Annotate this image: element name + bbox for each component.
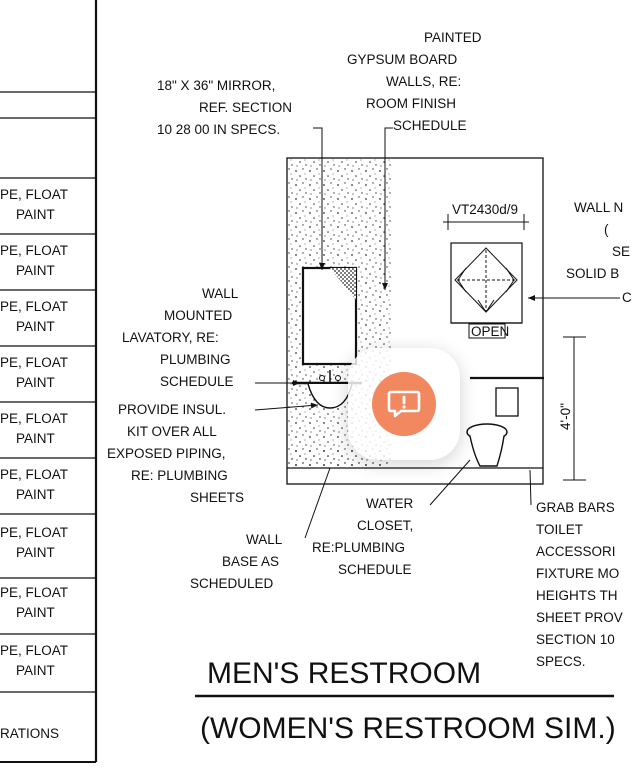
water-closet xyxy=(466,387,519,467)
svg-text:WALL: WALL xyxy=(246,532,283,547)
finish-row-8-line-2: PAINT xyxy=(16,605,55,620)
svg-text:ROOM FINISH: ROOM FINISH xyxy=(366,96,456,111)
svg-text:GYPSUM BOARD: GYPSUM BOARD xyxy=(347,52,458,67)
water-closet-callout: WATER CLOSET, RE:PLUMBING SCHEDULE xyxy=(312,496,413,577)
finish-row-6-line-1: PE, FLOAT xyxy=(0,467,68,482)
finish-row-2-line-2: PAINT xyxy=(16,263,55,278)
svg-text:CLOSET,: CLOSET, xyxy=(357,518,413,533)
title-main: MEN'S RESTROOM xyxy=(207,657,481,690)
finish-row-9-line-1: PE, FLOAT xyxy=(0,643,68,658)
open-label: OPEN xyxy=(471,324,509,339)
finish-row-5-line-1: PE, FLOAT xyxy=(0,411,68,426)
finish-row-3-line-2: PAINT xyxy=(16,319,55,334)
svg-text:TOILET: TOILET xyxy=(536,522,583,537)
svg-text:SCHEDULE: SCHEDULE xyxy=(160,374,234,389)
wall-base-callout: WALL BASE AS SCHEDULED xyxy=(190,532,283,591)
finish-schedule-table: PE, FLOAT PAINT PE, FLOAT PAINT PE, FLOA… xyxy=(0,0,98,763)
finish-row-8-line-1: PE, FLOAT xyxy=(0,585,68,600)
svg-text:PROVIDE INSUL.: PROVIDE INSUL. xyxy=(118,402,226,417)
finish-row-4-line-2: PAINT xyxy=(16,375,55,390)
height-dimension-label: 4'-0" xyxy=(558,403,573,430)
report-issue-button[interactable] xyxy=(348,348,460,460)
svg-text:PLUMBING: PLUMBING xyxy=(160,352,231,367)
wall-mounted-right-callout: WALL N ( SE SOLID B C xyxy=(566,200,632,305)
svg-text:KIT OVER ALL: KIT OVER ALL xyxy=(127,424,217,439)
svg-text:LAVATORY, RE:: LAVATORY, RE: xyxy=(122,330,219,345)
insulation-callout: PROVIDE INSUL. KIT OVER ALL EXPOSED PIPI… xyxy=(107,402,244,505)
vent-grille: VT2430d/9 OPEN xyxy=(443,202,529,339)
report-issue-icon xyxy=(372,372,436,436)
svg-text:SCHEDULED: SCHEDULED xyxy=(190,576,274,591)
vent-tag-label: VT2430d/9 xyxy=(452,202,518,217)
svg-text:GRAB BARS: GRAB BARS xyxy=(536,500,615,515)
svg-text:(: ( xyxy=(604,222,609,237)
finish-footer: RATIONS xyxy=(0,726,59,741)
finish-row-7-line-2: PAINT xyxy=(16,545,55,560)
svg-text:18" X 36" MIRROR,: 18" X 36" MIRROR, xyxy=(157,78,275,93)
finish-row-4-line-1: PE, FLOAT xyxy=(0,355,68,370)
leader-lines xyxy=(254,127,620,539)
svg-text:SHEET PROV: SHEET PROV xyxy=(536,610,623,625)
mirror-callout: 18" X 36" MIRROR, REF. SECTION 10 28 00 … xyxy=(157,78,292,137)
lavatory-callout: WALL MOUNTED LAVATORY, RE: PLUMBING SCHE… xyxy=(122,286,239,389)
svg-text:WALLS, RE:: WALLS, RE: xyxy=(386,74,461,89)
svg-text:SE: SE xyxy=(612,244,630,259)
room-elevation: VT2430d/9 OPEN 4'-0" xyxy=(286,157,586,485)
svg-text:ACCESSORI: ACCESSORI xyxy=(536,544,616,559)
gypsum-callout: PAINTED GYPSUM BOARD WALLS, RE: ROOM FIN… xyxy=(347,30,482,133)
svg-text:SECTION 10: SECTION 10 xyxy=(536,632,615,647)
svg-text:SCHEDULE: SCHEDULE xyxy=(393,118,467,133)
lavatory xyxy=(292,370,362,409)
svg-text:HEIGHTS TH: HEIGHTS TH xyxy=(536,588,618,603)
drawing-title: MEN'S RESTROOM (WOMEN'S RESTROOM SIM.) xyxy=(195,657,616,745)
finish-row-1-line-1: PE, FLOAT xyxy=(0,187,68,202)
finish-row-3-line-1: PE, FLOAT xyxy=(0,299,68,314)
svg-text:MOUNTED: MOUNTED xyxy=(164,308,232,323)
svg-text:WATER: WATER xyxy=(366,496,413,511)
svg-text:SOLID B: SOLID B xyxy=(566,266,619,281)
svg-text:WALL N: WALL N xyxy=(574,200,623,215)
svg-text:SPECS.: SPECS. xyxy=(536,654,586,669)
svg-text:REF. SECTION: REF. SECTION xyxy=(199,100,292,115)
svg-text:10 28 00 IN SPECS.: 10 28 00 IN SPECS. xyxy=(157,122,280,137)
svg-text:EXPOSED PIPING,: EXPOSED PIPING, xyxy=(107,446,226,461)
svg-text:C: C xyxy=(622,290,632,305)
svg-text:SCHEDULE: SCHEDULE xyxy=(338,562,412,577)
grab-bars-callout: GRAB BARS TOILET ACCESSORI FIXTURE MO HE… xyxy=(536,500,623,669)
height-dimension: 4'-0" xyxy=(558,336,586,481)
svg-text:FIXTURE MO: FIXTURE MO xyxy=(536,566,619,581)
finish-row-6-line-2: PAINT xyxy=(16,487,55,502)
title-sub: (WOMEN'S RESTROOM SIM.) xyxy=(200,712,616,745)
svg-text:RE:PLUMBING: RE:PLUMBING xyxy=(312,540,405,555)
svg-text:SHEETS: SHEETS xyxy=(190,490,244,505)
mirror xyxy=(301,266,358,366)
finish-row-1-line-2: PAINT xyxy=(16,207,55,222)
finish-row-5-line-2: PAINT xyxy=(16,431,55,446)
svg-text:PAINTED: PAINTED xyxy=(424,30,482,45)
svg-text:RE: PLUMBING: RE: PLUMBING xyxy=(131,468,228,483)
finish-row-7-line-1: PE, FLOAT xyxy=(0,525,68,540)
svg-text:WALL: WALL xyxy=(202,286,239,301)
finish-row-9-line-2: PAINT xyxy=(16,663,55,678)
finish-row-2-line-1: PE, FLOAT xyxy=(0,243,68,258)
svg-text:BASE AS: BASE AS xyxy=(222,554,279,569)
